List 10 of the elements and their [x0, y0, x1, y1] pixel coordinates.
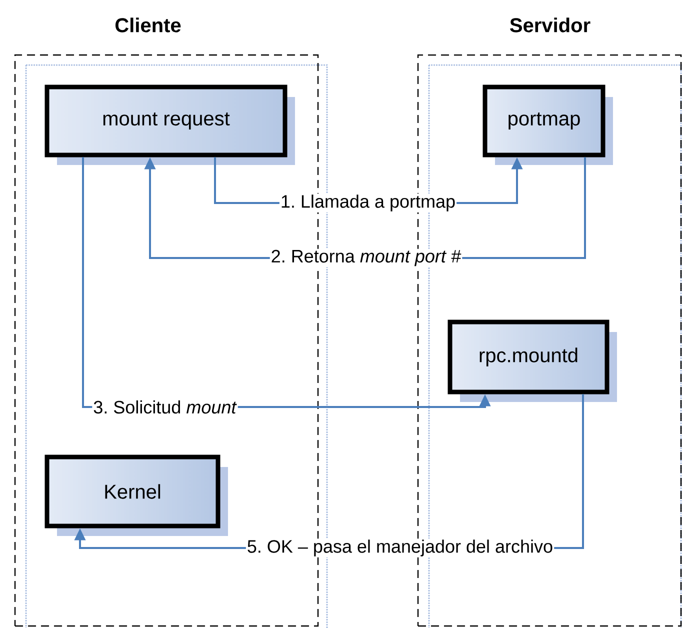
- process-box: Kernel: [44, 454, 228, 536]
- process-box: mount request: [44, 84, 295, 165]
- lane-heading: Servidor: [510, 18, 590, 32]
- edge-label: 3. Solicitud mount: [92, 399, 238, 415]
- process-box: rpc.mountd: [448, 320, 617, 402]
- lane-heading: Cliente: [115, 18, 181, 32]
- edge-label: 2. Retorna mount port #: [270, 248, 462, 268]
- edge-label: 1. Llamada a portmap: [279, 194, 457, 212]
- process-box: portmap: [482, 84, 613, 165]
- edge-label: 5. OK – pasa el manejador del archivo: [246, 538, 554, 558]
